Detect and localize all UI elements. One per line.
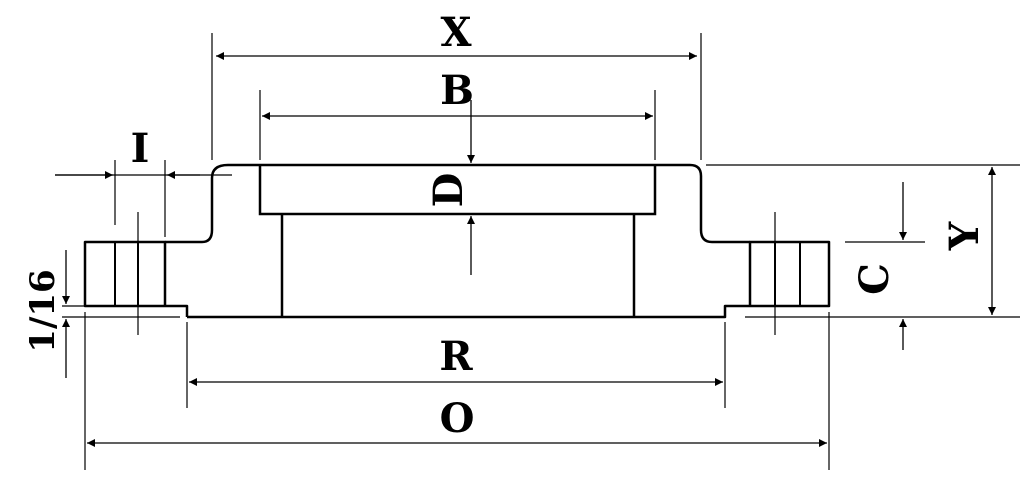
left-bolt-hole [114, 242, 139, 306]
bore [258, 165, 657, 317]
label-d: D [425, 173, 472, 208]
label-c: C [851, 263, 898, 295]
label-raised-face: 1/16 [23, 269, 63, 352]
extension-lines [55, 33, 1020, 470]
bolt-centerlines [137, 212, 776, 335]
label-i: I [131, 125, 150, 172]
label-o: O [440, 395, 475, 442]
right-bolt-hole [774, 242, 801, 306]
label-y: Y [941, 221, 988, 251]
dimension-lines [55, 52, 996, 447]
label-r: R [439, 333, 473, 380]
label-b: B [440, 67, 474, 114]
label-x: X [440, 9, 471, 56]
